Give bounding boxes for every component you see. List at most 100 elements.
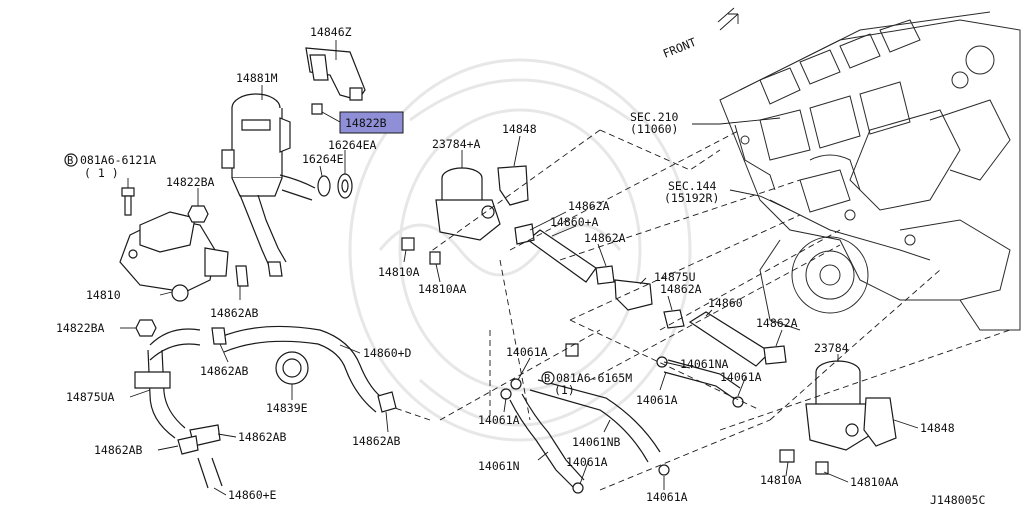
valve-23784 <box>805 360 873 451</box>
clamp-14061a-5 <box>572 482 584 494</box>
leader-lines <box>120 40 919 496</box>
label-081a6-6121a-qty: ( 1 ) <box>84 166 119 180</box>
label-14810aa-lower: 14810AA <box>850 475 899 489</box>
part-labels: 14846Z 14881M 14822B 16264EA 16264E B 08… <box>56 25 985 507</box>
front-arrow: FRONT <box>661 7 739 61</box>
label-sec144: SEC.144 <box>668 179 717 193</box>
label-14875ua: 14875UA <box>66 390 115 404</box>
label-14061n: 14061N <box>478 459 520 473</box>
bolt-14810a-lower <box>779 449 795 463</box>
hose-14860e <box>197 457 223 489</box>
pipe-14881m-side <box>279 174 316 201</box>
label-081a6-6165m-qty: (1) <box>554 383 575 397</box>
label-14860: 14860 <box>708 296 743 310</box>
label-14810a-upper: 14810A <box>378 265 420 279</box>
bolt-14810a-upper <box>401 237 415 251</box>
nut-14822ba-upper <box>187 205 209 223</box>
clamp-14061a-6 <box>658 464 670 476</box>
clamp-14862a-3 <box>663 309 685 329</box>
label-14862a-2: 14862A <box>584 231 626 245</box>
bolt-symbol-circle-2 <box>541 371 555 385</box>
bolt-symbol-1: B <box>67 155 73 167</box>
label-14061a-2: 14061A <box>720 370 762 384</box>
gasket-16264e <box>317 175 331 197</box>
label-14822ba-upper: 14822BA <box>166 175 215 189</box>
hose-14860d <box>217 325 386 413</box>
label-sec210-ref: (11060) <box>630 122 678 136</box>
label-16264ea: 16264EA <box>328 138 377 152</box>
label-081a6-6165m: 081A6-6165M <box>556 371 632 385</box>
clamp-14061a-2 <box>500 388 512 400</box>
label-14061a-5: 14061A <box>566 455 608 469</box>
label-14822ba-lower: 14822BA <box>56 321 105 335</box>
nut-14822ba-lower <box>135 319 157 337</box>
bracket-14848-upper <box>497 165 529 206</box>
pipe-14061n <box>509 393 585 489</box>
bracket-14846z <box>305 47 366 101</box>
fitting-14875u <box>614 279 653 311</box>
label-14860d: 14860+D <box>363 346 412 360</box>
diagram-id: J148005C <box>930 493 985 507</box>
label-sec144-ref: (15192R) <box>664 191 719 205</box>
label-14810: 14810 <box>86 288 121 302</box>
label-14846z: 14846Z <box>310 25 352 39</box>
bolt-14810aa-upper <box>429 251 441 265</box>
bolt-081a6-6165m <box>565 343 579 357</box>
clamp-14862ab-middle <box>211 327 227 345</box>
label-sec210: SEC.210 <box>630 110 679 124</box>
label-14862ab-2: 14862AB <box>200 364 249 378</box>
label-23784: 23784 <box>814 341 849 355</box>
screw-14822b <box>311 103 323 115</box>
clamp-14061a-4 <box>732 396 744 408</box>
label-14061a-3: 14061A <box>636 393 678 407</box>
label-14860a: 14860+A <box>550 215 599 229</box>
label-14810a-lower: 14810A <box>760 473 802 487</box>
label-14848-upper: 14848 <box>502 122 537 136</box>
label-14822b[interactable]: 14822B <box>345 116 387 130</box>
label-23784a: 23784+A <box>432 137 481 151</box>
pipe-14061nb <box>529 379 661 463</box>
clamp-14862a-1 <box>514 223 535 245</box>
label-14061a-4: 14061A <box>478 413 520 427</box>
valve-23784a <box>435 167 501 241</box>
label-14862ab-4: 14862AB <box>238 430 287 444</box>
label-16264e: 16264E <box>302 152 344 166</box>
clamp-14862a-2 <box>595 265 615 285</box>
bracket-14848-lower <box>863 397 897 447</box>
clamp-14862ab-right-lower <box>377 391 397 413</box>
label-14862a-4: 14862A <box>756 316 798 330</box>
front-label: FRONT <box>661 35 698 61</box>
label-14061nb: 14061NB <box>572 435 621 449</box>
label-14862a-1: 14862A <box>568 199 610 213</box>
valve-14881m <box>221 93 291 197</box>
air-pump <box>119 211 229 302</box>
label-14875u: 14875U <box>654 270 696 284</box>
bolt-081a6-6121a <box>121 187 135 216</box>
label-14061na: 14061NA <box>680 357 729 371</box>
label-081a6-6121a: 081A6-6121A <box>80 153 156 167</box>
label-14862ab-3: 14862AB <box>94 443 143 457</box>
clamp-14862ab-right <box>267 261 283 277</box>
pipe-14881m-lower <box>239 194 287 269</box>
label-14860e: 14860+E <box>228 488 277 502</box>
clamp-14862ab-upper <box>235 265 249 287</box>
watermark-emblem <box>348 58 692 442</box>
bolt-14810aa-lower <box>815 461 829 475</box>
bolt-symbol-2: B <box>544 373 550 385</box>
label-14862ab-1: 14862AB <box>210 306 259 320</box>
label-14881m: 14881M <box>236 71 278 85</box>
label-14810aa-upper: 14810AA <box>418 282 467 296</box>
clamp-14061a-1 <box>510 378 522 390</box>
bolt-symbol-circle-1 <box>64 153 78 167</box>
hose-14875ua <box>134 328 201 439</box>
label-14862a-3: 14862A <box>660 282 702 296</box>
highlight-box-14822b <box>339 111 404 134</box>
label-14061a-1: 14061A <box>506 345 548 359</box>
engine-block <box>719 11 1021 331</box>
clamp-14862a-4 <box>763 345 787 365</box>
label-14848-lower: 14848 <box>920 421 955 435</box>
routing-lines <box>394 129 1011 491</box>
label-14862ab-5: 14862AB <box>352 434 401 448</box>
clamp-14862ab-bottom-left <box>177 435 199 455</box>
